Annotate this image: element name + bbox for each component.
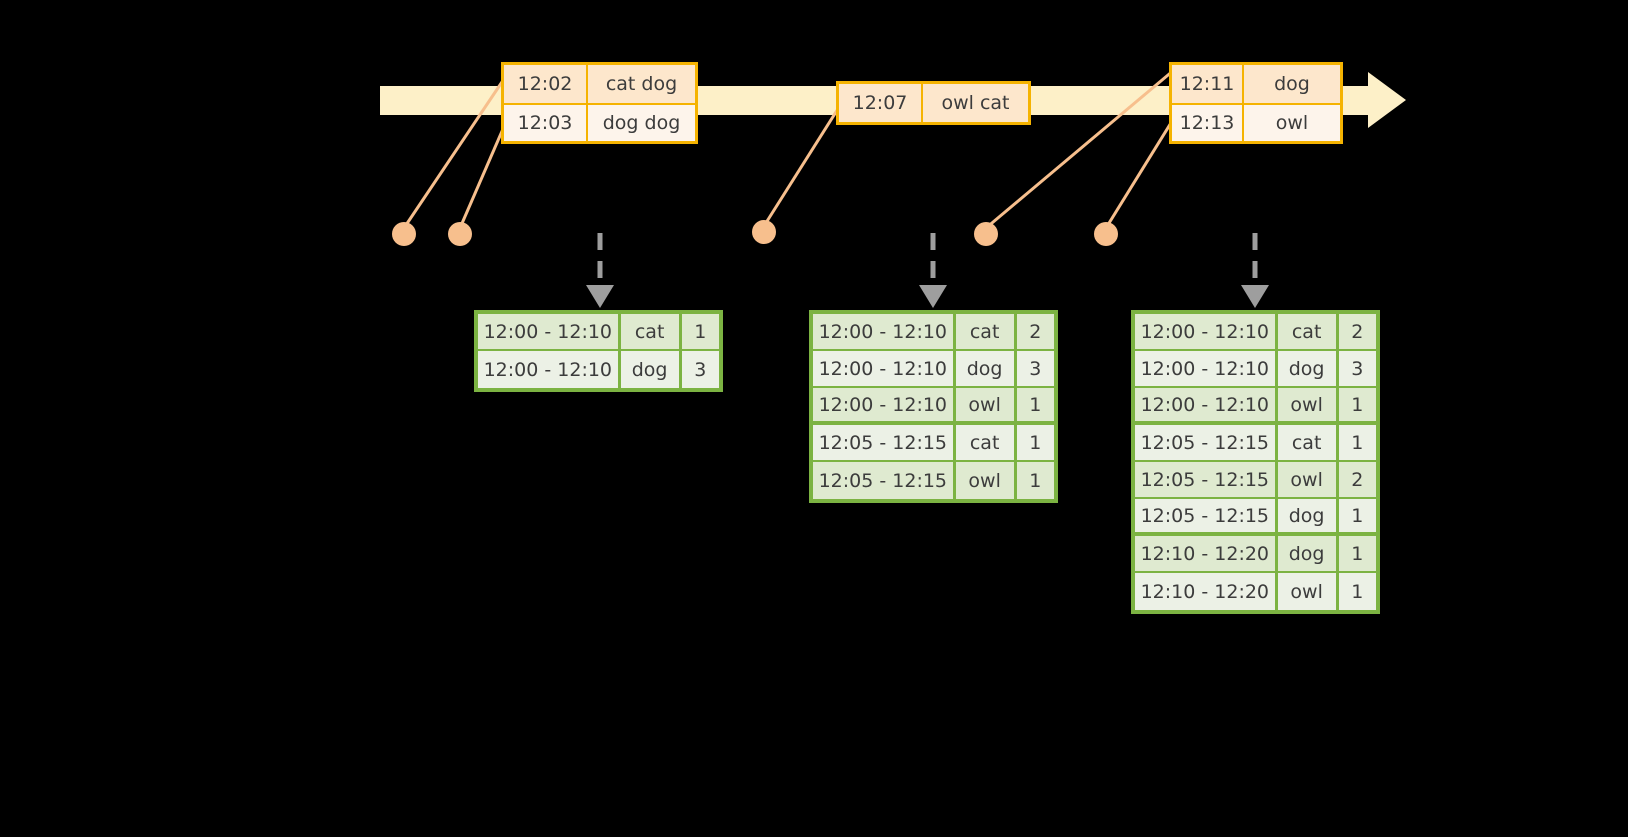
cell-key: dog: [1277, 499, 1339, 536]
cell-window: 12:00 - 12:10: [1135, 314, 1278, 351]
cell-key: cat: [1277, 314, 1339, 351]
cell-key: cat: [1277, 425, 1339, 462]
cell-key: dog: [620, 351, 682, 388]
dashed-arrowhead-icon-3: [1241, 285, 1269, 308]
source-dot-4: [974, 222, 998, 246]
cell-count: 3: [681, 351, 719, 388]
cell-window: 12:00 - 12:10: [478, 314, 621, 351]
cell-window: 12:00 - 12:10: [1135, 351, 1278, 388]
cell-count: 1: [1338, 388, 1376, 425]
cell-window: 12:05 - 12:15: [813, 425, 956, 462]
cell-window: 12:00 - 12:10: [1135, 388, 1278, 425]
timeline-arrowhead-icon: [1368, 72, 1406, 128]
dashed-arrow-lines: [597, 233, 1258, 286]
cell-key: owl: [1277, 388, 1339, 425]
source-dot-1: [392, 222, 416, 246]
cell-window: 12:10 - 12:20: [1135, 536, 1278, 573]
event-words: dog dog: [588, 105, 695, 141]
connector-line-2: [458, 121, 508, 229]
cell-key: owl: [955, 388, 1017, 425]
event-box-2[interactable]: 12:07 owl cat: [836, 81, 1031, 125]
cell-count: 1: [681, 314, 719, 351]
cell-count: 1: [1338, 573, 1376, 610]
cell-window: 12:00 - 12:10: [813, 351, 956, 388]
event-time: 12:11: [1172, 65, 1244, 103]
event-words: cat dog: [588, 65, 695, 103]
cell-window: 12:05 - 12:15: [1135, 499, 1278, 536]
event-row: 12:07 owl cat: [839, 84, 1028, 122]
source-dot-5: [1094, 222, 1118, 246]
cell-key: dog: [955, 351, 1017, 388]
cell-key: owl: [955, 462, 1017, 499]
event-row: 12:11 dog: [1172, 65, 1340, 103]
source-dot-3: [752, 220, 776, 244]
event-words: owl cat: [923, 84, 1028, 122]
cell-count: 3: [1338, 351, 1376, 388]
event-time: 12:13: [1172, 105, 1244, 141]
cell-key: cat: [955, 425, 1017, 462]
event-row: 12:13 owl: [1172, 103, 1340, 141]
event-time: 12:07: [839, 84, 923, 122]
cell-key: cat: [955, 314, 1017, 351]
source-dot-2: [448, 222, 472, 246]
dashed-arrow-heads: [586, 285, 1269, 308]
event-time: 12:02: [504, 65, 588, 103]
connector-line-3: [762, 103, 843, 227]
cell-window: 12:00 - 12:10: [813, 314, 956, 351]
cell-count: 2: [1016, 314, 1054, 351]
cell-window: 12:05 - 12:15: [1135, 462, 1278, 499]
cell-count: 1: [1338, 499, 1376, 536]
cell-key: cat: [620, 314, 682, 351]
event-words: dog: [1244, 65, 1340, 103]
cell-window: 12:00 - 12:10: [813, 388, 956, 425]
event-time: 12:03: [504, 105, 588, 141]
cell-count: 2: [1338, 462, 1376, 499]
cell-window: 12:10 - 12:20: [1135, 573, 1278, 610]
connector-line-5: [1104, 117, 1176, 229]
event-box-3[interactable]: 12:11 dog 12:13 owl: [1169, 62, 1343, 144]
cell-key: owl: [1277, 462, 1339, 499]
cell-count: 1: [1016, 462, 1054, 499]
event-row: 12:02 cat dog: [504, 65, 695, 103]
cell-window: 12:05 - 12:15: [813, 462, 956, 499]
cell-count: 1: [1016, 425, 1054, 462]
cell-count: 1: [1338, 536, 1376, 573]
dashed-arrowhead-icon-1: [586, 285, 614, 308]
cell-key: dog: [1277, 536, 1339, 573]
dashed-arrowhead-icon-2: [919, 285, 947, 308]
cell-window: 12:00 - 12:10: [478, 351, 621, 388]
cell-count: 2: [1338, 314, 1376, 351]
event-row: 12:03 dog dog: [504, 103, 695, 141]
event-box-1[interactable]: 12:02 cat dog 12:03 dog dog: [501, 62, 698, 144]
cell-count: 3: [1016, 351, 1054, 388]
event-words: owl: [1244, 105, 1340, 141]
cell-key: dog: [1277, 351, 1339, 388]
cell-key: owl: [1277, 573, 1339, 610]
cell-window: 12:05 - 12:15: [1135, 425, 1278, 462]
cell-count: 1: [1016, 388, 1054, 425]
cell-count: 1: [1338, 425, 1376, 462]
